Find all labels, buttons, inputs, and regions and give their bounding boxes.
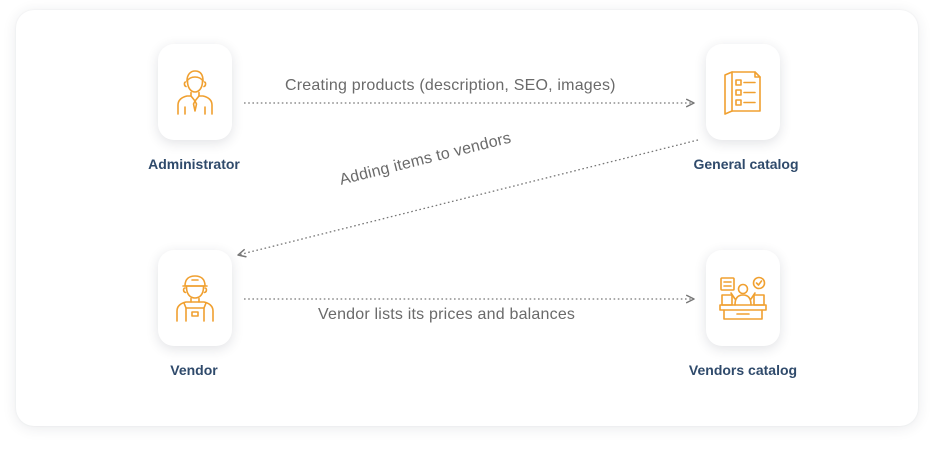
- administrator-label: Administrator: [148, 156, 240, 172]
- vendor-stalls-icon: [719, 276, 767, 320]
- administrator-node: [158, 44, 232, 140]
- edge-label-vendor-lists: Vendor lists its prices and balances: [318, 306, 576, 323]
- general-catalog-node: [706, 44, 780, 140]
- catalog-document-icon: [724, 71, 761, 115]
- general-catalog-label: General catalog: [693, 156, 799, 172]
- vendors-catalog-label: Vendors catalog: [688, 362, 798, 378]
- administrator-icon: [177, 70, 213, 115]
- vendor-label: Vendor: [170, 362, 218, 378]
- vendors-catalog-node: [706, 250, 780, 346]
- vendor-node: [158, 250, 232, 346]
- edge-label-creating-products: Creating products (description, SEO, ima…: [285, 77, 616, 94]
- vendor-worker-icon: [176, 275, 214, 322]
